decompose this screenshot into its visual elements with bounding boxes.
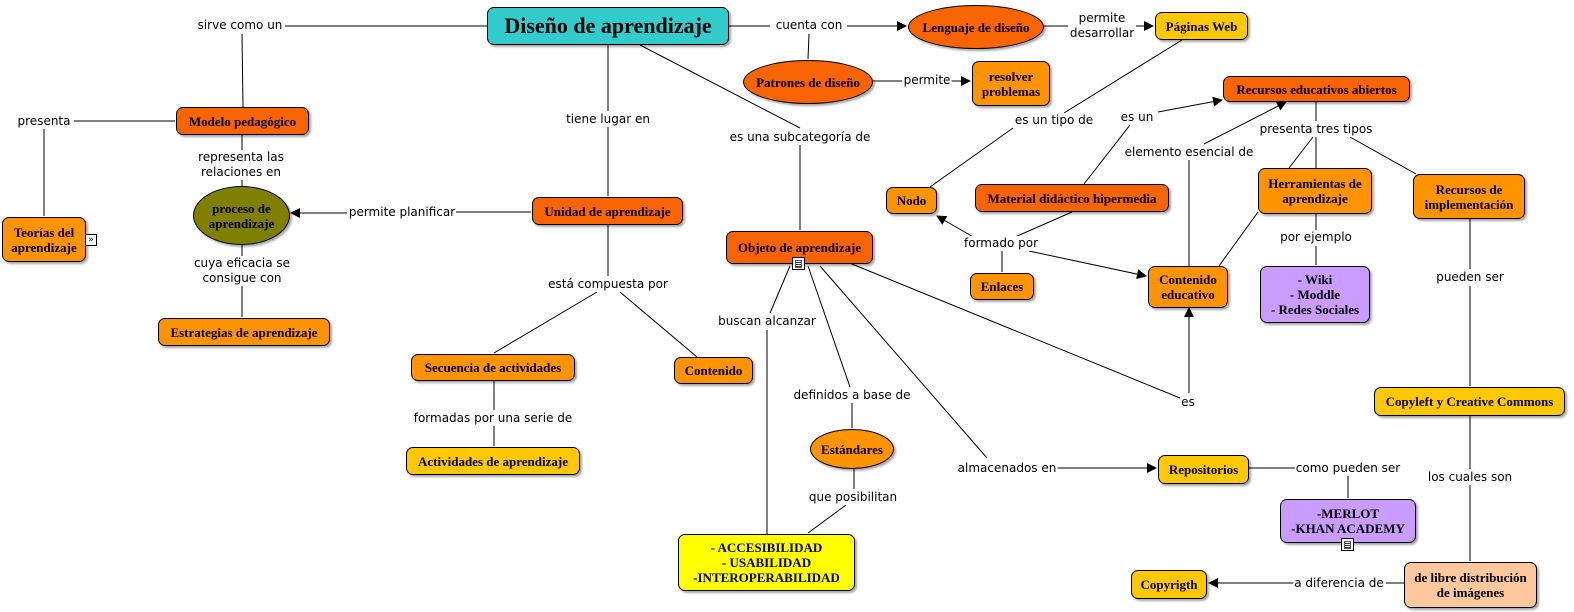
link-label-compuesta: está compuesta por: [547, 277, 669, 292]
link-label-posibilitan: que posibilitan: [807, 490, 899, 505]
link-label-elemento: elemento esencial de: [1123, 145, 1255, 160]
concept-recursos-de-implementacion[interactable]: Recursos de implementación: [1413, 174, 1525, 219]
expand-icon[interactable]: »: [85, 234, 97, 246]
document-icon[interactable]: [1341, 538, 1354, 551]
link-label-pueden-ser: pueden ser: [1435, 270, 1505, 285]
link-label-permite: permite: [902, 73, 952, 88]
concept-secuencia-de-actividades[interactable]: Secuencia de actividades: [411, 354, 575, 381]
link-label-cuenta: cuenta con: [774, 18, 844, 33]
concept-paginas-web[interactable]: Páginas Web: [1155, 12, 1248, 40]
concept-merlot-khan-academy[interactable]: -MERLOT -KHAN ACADEMY: [1280, 499, 1416, 543]
link-label-los-cuales: los cuales son: [1426, 470, 1514, 485]
concept-resolver-problemas[interactable]: resolver problemas: [972, 61, 1050, 106]
concept-copyleft-creative-commons[interactable]: Copyleft y Creative Commons: [1374, 387, 1565, 416]
concept-accesibilidad-usabilidad[interactable]: - ACCESIBILIDAD - USABILIDAD -INTEROPERA…: [678, 534, 855, 591]
link-label-por-ejemplo: por ejemplo: [1279, 230, 1353, 245]
concept-recursos-educativos-abiertos[interactable]: Recursos educativos abiertos: [1223, 76, 1410, 102]
link-label-subcategoria: es una subcategoría de: [728, 130, 872, 145]
link-label-es-un: es un: [1119, 110, 1155, 125]
link-label-es: es: [1180, 395, 1196, 410]
link-label-presenta-tres: presenta tres tipos: [1258, 122, 1374, 137]
link-label-formado: formado por: [963, 236, 1039, 251]
concept-contenido-educativo[interactable]: Contenido educativo: [1148, 266, 1228, 308]
concept-teorias-del-aprendizaje[interactable]: Teorías del aprendizaje: [2, 217, 86, 262]
concept-actividades-de-aprendizaje[interactable]: Actividades de aprendizaje: [406, 447, 580, 475]
link-label-buscan: buscan alcanzar: [717, 314, 817, 329]
concept-modelo-pedagogico[interactable]: Modelo pedagógico: [176, 107, 309, 135]
concept-patrones-de-diseno[interactable]: Patrones de diseño: [743, 60, 873, 104]
concept-nodo[interactable]: Nodo: [886, 187, 937, 214]
concept-contenido[interactable]: Contenido: [674, 357, 753, 384]
concept-unidad-de-aprendizaje[interactable]: Unidad de aprendizaje: [532, 197, 683, 225]
concept-diseno-de-aprendizaje[interactable]: Diseño de aprendizaje: [487, 7, 729, 45]
concept-libre-distribucion-imagenes[interactable]: de libre distribución de imágenes: [1404, 562, 1537, 608]
link-label-presenta: presenta: [16, 114, 72, 129]
link-label-formadas: formadas por una serie de: [412, 411, 574, 426]
link-label-representa: representa las relaciones en: [197, 150, 285, 180]
concept-material-didactico-hipermedia[interactable]: Material didáctico hipermedia: [975, 184, 1169, 212]
link-label-cuya: cuya eficacia se consigue con: [192, 256, 292, 286]
link-label-tiene-lugar: tiene lugar en: [565, 112, 651, 127]
concept-estandares[interactable]: Estándares: [810, 429, 894, 469]
link-label-permite-desarrollar: permite desarrollar: [1068, 11, 1136, 41]
link-label-definidos: definidos a base de: [792, 388, 912, 403]
concept-copyright[interactable]: Copyrigth: [1131, 570, 1207, 599]
concept-lenguaje-de-diseno[interactable]: Lenguaje de diseño: [908, 5, 1044, 49]
concept-proceso-de-aprendizaje[interactable]: proceso de aprendizaje: [193, 186, 290, 245]
link-label-permite-planificar: permite planificar: [347, 205, 457, 220]
link-label-sirve: sirve como un: [196, 18, 284, 33]
document-icon[interactable]: [792, 257, 805, 270]
concept-enlaces[interactable]: Enlaces: [970, 273, 1034, 300]
link-label-tipo-de: es un tipo de: [1013, 113, 1095, 128]
concept-herramientas-de-aprendizaje[interactable]: Herramientas de aprendizaje: [1258, 168, 1372, 214]
link-label-almacenados: almacenados en: [956, 461, 1058, 476]
link-label-como-pueden: como pueden ser: [1294, 461, 1402, 476]
link-label-diferencia: a diferencia de: [1293, 576, 1385, 591]
concept-estrategias-de-aprendizaje[interactable]: Estrategias de aprendizaje: [158, 318, 330, 346]
concept-wiki-moddle-redes[interactable]: - Wiki - Moddle - Redes Sociales: [1260, 266, 1370, 323]
concept-repositorios[interactable]: Repositorios: [1158, 455, 1249, 484]
